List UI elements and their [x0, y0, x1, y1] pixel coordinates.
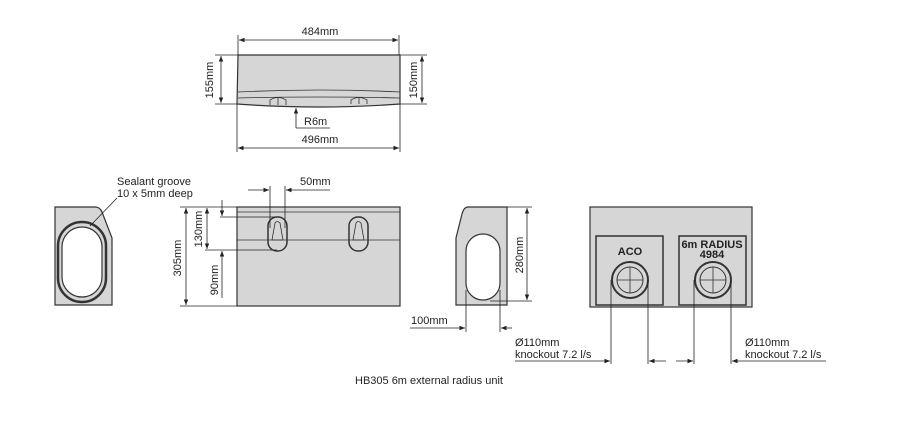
dim-484: 484mm	[302, 26, 339, 38]
dim-496: 496mm	[302, 134, 339, 146]
panel-label-aco: ACO	[618, 246, 643, 258]
dim-90: 90mm	[209, 265, 221, 296]
top-view: 484mm 155mm 150mm 496mm R6m	[204, 26, 427, 152]
slot	[267, 216, 288, 252]
dim-150: 150mm	[408, 62, 420, 99]
lug	[269, 97, 287, 105]
caption: HB305 6m external radius unit	[355, 375, 503, 387]
knockout-right-size: Ø110mm	[745, 337, 789, 349]
rear-view: ACO 6m RADIUS 4984 Ø110mm knockout 7.2 l…	[515, 206, 826, 364]
dim-280: 280mm	[514, 237, 526, 274]
knockout-left-size: Ø110mm	[515, 337, 559, 349]
sealant-note-line2: 10 x 5mm deep	[117, 188, 193, 200]
right-end-view: 280mm 100mm	[410, 206, 532, 332]
sealant-note-line1: Sealant groove	[117, 176, 191, 188]
knockout-left-flow: knockout 7.2 l/s	[515, 349, 592, 361]
front-view: 50mm 305mm 130mm 90mm	[172, 176, 401, 307]
panel-label-radius: 6m RADIUS	[681, 239, 742, 251]
lug	[350, 97, 368, 104]
dim-r6m: R6m	[304, 116, 327, 128]
dim-155: 155mm	[204, 62, 216, 99]
dim-305: 305mm	[172, 240, 184, 277]
knockout-right-flow: knockout 7.2 l/s	[745, 349, 822, 361]
panel-label-code: 4984	[700, 249, 725, 261]
knockout-left	[611, 261, 649, 299]
knockout-right	[694, 261, 732, 299]
dim-100: 100mm	[411, 315, 448, 327]
slot	[348, 216, 369, 252]
top-view-body	[236, 54, 401, 108]
dim-130: 130mm	[193, 211, 205, 248]
left-end-view: Sealant groove 10 x 5mm deep	[54, 176, 193, 306]
dim-50: 50mm	[300, 176, 331, 188]
